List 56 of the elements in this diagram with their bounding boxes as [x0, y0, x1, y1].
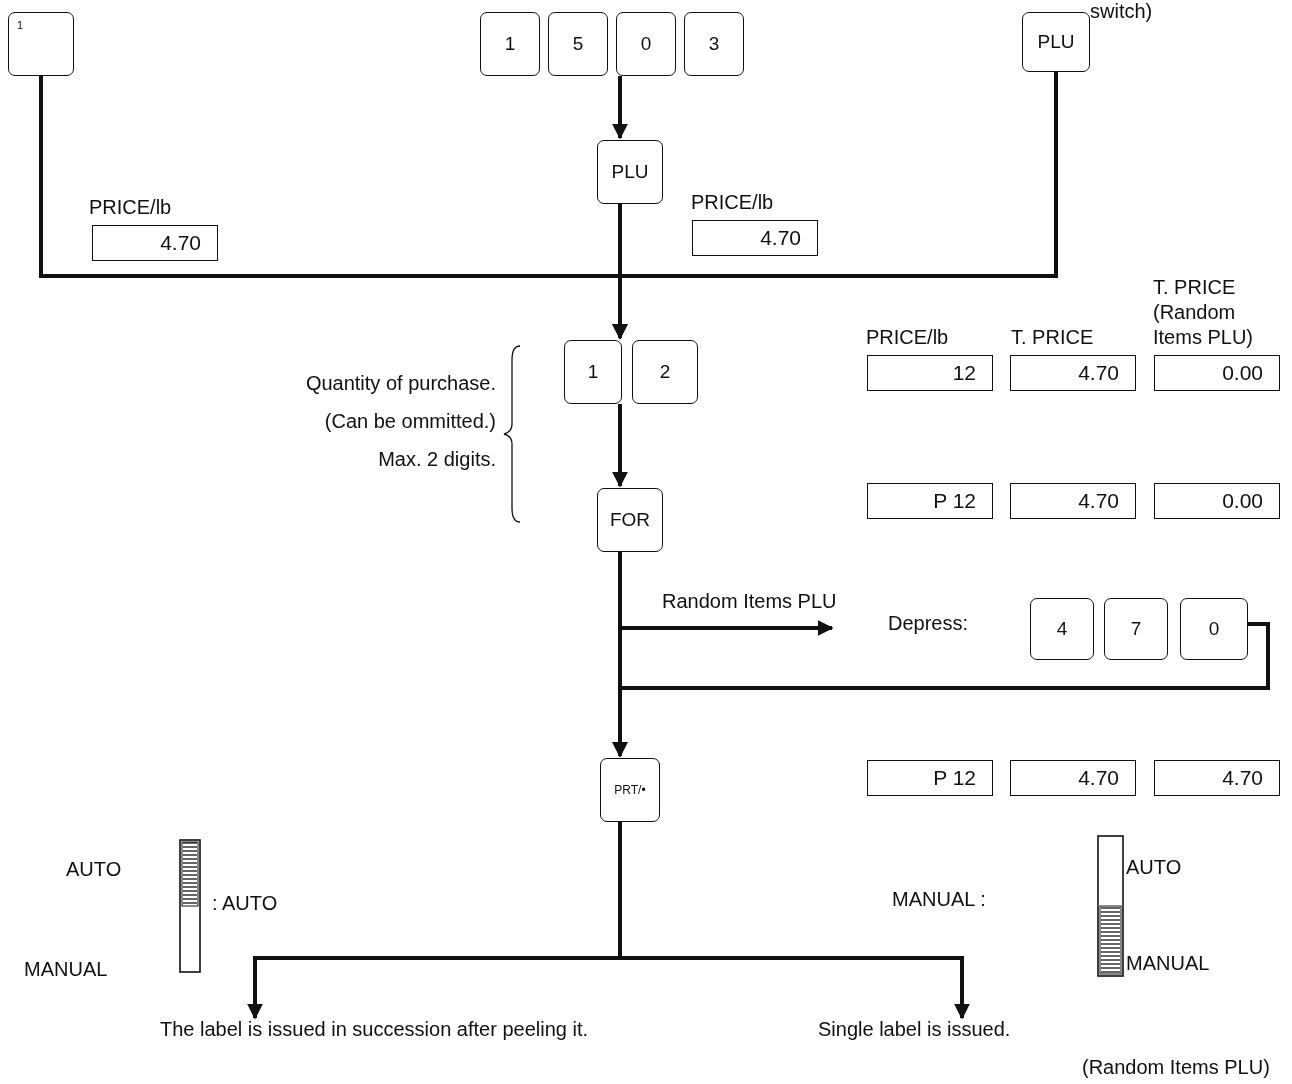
- note-text: AUTO: [1126, 856, 1182, 879]
- key-button: 0: [1180, 598, 1248, 660]
- column-heading: PRICE/lb: [89, 195, 172, 220]
- note-text: (Can be ommitted.): [324, 410, 496, 433]
- display-value: 0.00: [1222, 361, 1263, 385]
- note-text: Quantity of purchase.: [305, 372, 496, 395]
- display-value: 4.70: [1078, 489, 1119, 513]
- key-button: PLU: [597, 140, 663, 204]
- result-text: Single label is issued.: [818, 1014, 1118, 1045]
- display-value: 0.00: [1222, 489, 1263, 513]
- display-value: 4.70: [1078, 361, 1119, 385]
- display-box: [1010, 483, 1136, 519]
- display-box: [1010, 760, 1136, 796]
- note-text: switch): [1090, 0, 1153, 23]
- arrow: [618, 822, 970, 1020]
- key-button: 5: [548, 12, 608, 76]
- display-box: [1154, 483, 1280, 519]
- key-button: 1: [8, 12, 74, 76]
- key-button: 4: [1030, 598, 1094, 660]
- display-value: 4.70: [1222, 766, 1263, 790]
- display-box: [867, 760, 993, 796]
- display-value: P 12: [933, 766, 976, 790]
- display-box: [867, 483, 993, 519]
- key-button: 7: [1104, 598, 1168, 660]
- key-button: FOR: [597, 488, 663, 552]
- key-button: 0: [616, 12, 676, 76]
- result-text: The label is issued in succession after peeling it.: [160, 1014, 610, 1045]
- key-button: PLU: [1022, 12, 1090, 72]
- key-button: 1: [564, 340, 622, 404]
- note-text: Max. 2 digits.: [378, 448, 496, 471]
- display-value: 12: [952, 361, 976, 385]
- arrow: [612, 552, 628, 758]
- display-value: 4.70: [760, 226, 801, 250]
- display-value: 4.70: [160, 231, 201, 255]
- display-value: 4.70: [1078, 766, 1119, 790]
- display-value: P 12: [933, 489, 976, 513]
- key-button: 3: [684, 12, 744, 76]
- column-heading: T. PRICE: [1011, 325, 1094, 350]
- column-heading: PRICE/lb: [866, 325, 949, 350]
- arrow: [612, 404, 628, 488]
- display-box: [1154, 760, 1280, 796]
- key-button: 1: [480, 12, 540, 76]
- edge-label: Random Items PLU: [662, 590, 837, 613]
- key-button: 2: [632, 340, 698, 404]
- note-text: AUTO: [66, 858, 122, 881]
- note-text: MANUAL :: [892, 888, 986, 911]
- arrow: [612, 76, 628, 140]
- note-text: (Random Items PLU): [1082, 1056, 1270, 1079]
- note-text: MANUAL: [24, 958, 108, 981]
- key-button: PRT/•: [600, 758, 660, 822]
- column-heading: T. PRICE (Random Items PLU): [1153, 275, 1255, 350]
- column-heading: PRICE/lb: [691, 190, 774, 215]
- arrow: [612, 204, 628, 340]
- note-text: Depress:: [888, 612, 969, 635]
- note-text: : AUTO: [212, 892, 278, 915]
- note-text: MANUAL: [1126, 952, 1210, 975]
